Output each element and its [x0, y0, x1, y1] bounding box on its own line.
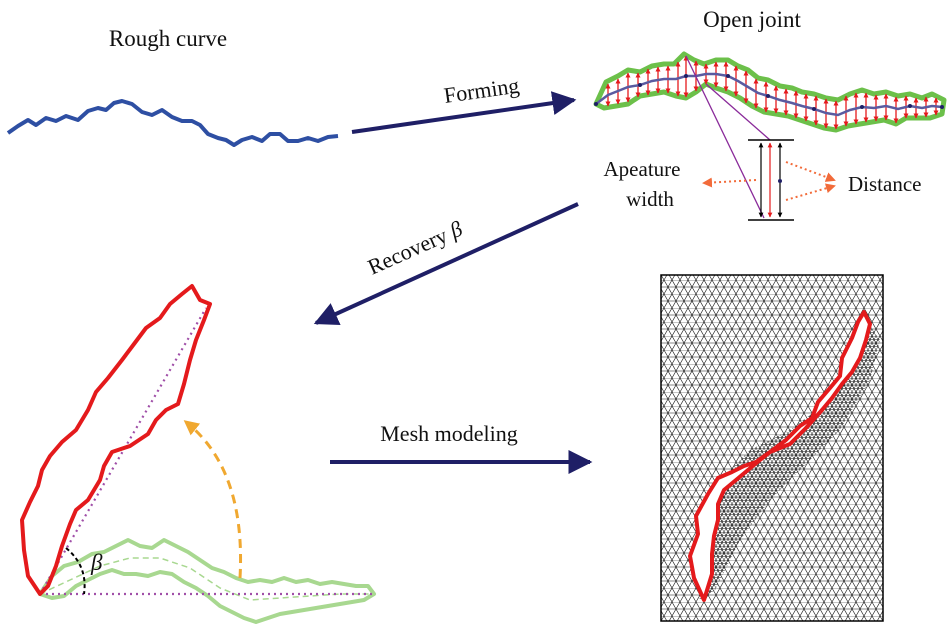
rough-curve: [6, 99, 339, 147]
rotation-arrow: [183, 420, 243, 579]
open-joint: [593, 51, 947, 133]
distance-label: Distance: [848, 172, 921, 196]
open-joint-label: Open joint: [703, 7, 801, 32]
aperture-width-label-2: width: [626, 187, 674, 211]
joint-midline: [595, 72, 943, 117]
aperture-width-label-1: Apeature: [604, 157, 681, 181]
recovery-label: Recovery β: [364, 216, 466, 280]
zoom-line-1: [685, 55, 765, 219]
recovered-joint: [20, 284, 212, 596]
recovery-arrow: [313, 202, 579, 325]
beta-label: β: [90, 550, 103, 575]
rough-curve-label: Rough curve: [109, 26, 227, 51]
forming-arrow: [351, 91, 577, 134]
distance-pointer-1: [785, 161, 836, 182]
aperture-detail: [748, 139, 794, 221]
midline-nodes: [594, 74, 944, 111]
mesh-modeling-label: Mesh modeling: [380, 421, 518, 446]
zoom-line-2: [705, 83, 771, 141]
rotated-chord: [39, 307, 207, 595]
aperture-pointer: [702, 177, 757, 188]
mesh-crack-outline: [688, 310, 872, 602]
faded-original-joint: [38, 538, 376, 624]
forming-label: Forming: [442, 73, 521, 108]
mesh-border: [660, 274, 884, 622]
distance-pointer-2: [785, 183, 836, 201]
